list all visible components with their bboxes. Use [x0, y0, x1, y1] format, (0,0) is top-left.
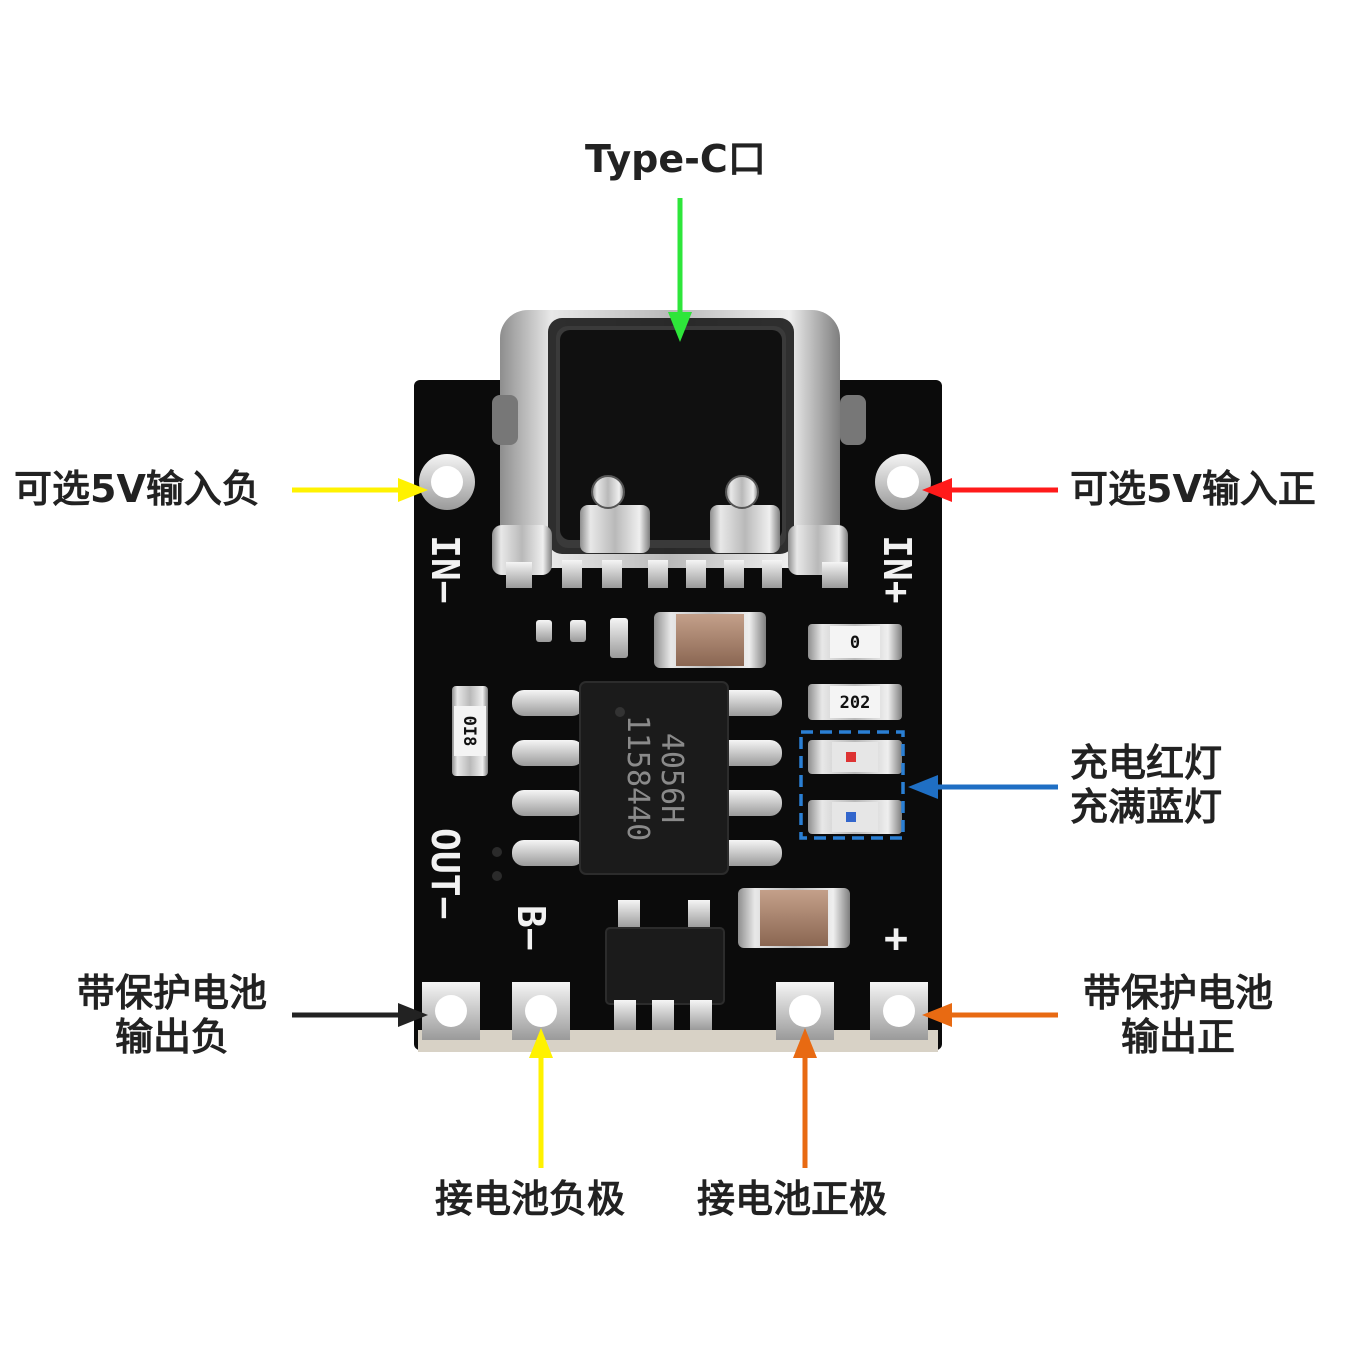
arrow-led-head — [908, 775, 938, 799]
arrow-bat-pos-head — [793, 1028, 817, 1058]
silk-out-neg: OUT− — [423, 828, 467, 920]
title-type-c: Type-C口 — [585, 137, 766, 181]
r3-marking: 0I8 — [459, 716, 479, 747]
label-led: 充电红灯 充满蓝灯 — [1070, 741, 1223, 829]
arrow-led — [908, 775, 1058, 799]
arrow-type-c — [668, 198, 692, 342]
label-led-line1: 充电红灯 — [1070, 741, 1223, 785]
smd-pad — [570, 620, 586, 642]
r1-marking: 0 — [850, 633, 860, 653]
out-pos-pad — [870, 982, 928, 1040]
arrow-bat-neg — [529, 1028, 553, 1168]
ic-pins-left — [512, 690, 584, 866]
resistor-r3: 0I8 — [452, 686, 488, 776]
arrow-bat-neg-head — [529, 1028, 553, 1058]
via — [492, 871, 502, 881]
type-c-connector — [492, 310, 866, 588]
arrow-in-neg — [292, 478, 428, 502]
in-neg-pad — [419, 454, 475, 510]
label-out-neg-line2: 输出负 — [114, 1014, 229, 1059]
via — [492, 847, 502, 857]
arrow-out-pos — [922, 1003, 1058, 1027]
label-out-neg: 带保护电池 输出负 — [62, 971, 282, 1059]
r2-marking: 202 — [840, 693, 871, 713]
arrow-type-c-head — [668, 312, 692, 342]
label-out-pos-line2: 输出正 — [1120, 1014, 1235, 1059]
silk-b-neg: B− — [509, 905, 553, 951]
led-red — [808, 740, 902, 774]
resistor-r1: 0 — [808, 624, 902, 660]
silk-in-neg: IN− — [423, 535, 467, 604]
arrow-out-neg-head — [398, 1003, 428, 1027]
arrow-out-neg — [292, 1003, 428, 1027]
arrow-bat-pos — [793, 1028, 817, 1168]
silk-in-pos: IN+ — [875, 535, 919, 604]
label-bat-pos: 接电池正极 — [697, 1177, 888, 1221]
chip-marking-line2: 1158440 — [620, 715, 655, 841]
b-neg-pad — [512, 982, 570, 1040]
in-pos-pad — [875, 454, 931, 510]
protection-mosfet — [605, 900, 725, 1030]
label-out-pos-line1: 带保护电池 — [1082, 971, 1273, 1015]
smd-pad — [536, 620, 552, 642]
pcb-edge — [418, 1030, 938, 1052]
capacitor-top — [654, 612, 766, 668]
resistor-r2: 202 — [808, 684, 902, 720]
label-led-line2: 充满蓝灯 — [1070, 784, 1223, 829]
label-in-pos: 可选5V输入正 — [1070, 467, 1316, 511]
chip-marking-line1: 4056H — [654, 733, 689, 823]
led-blue — [808, 800, 902, 834]
callout-arrows — [292, 198, 1058, 1168]
arrow-in-pos — [922, 478, 1058, 502]
silk-plus: + — [884, 916, 908, 962]
charger-ic: 4056H 1158440 — [512, 681, 782, 875]
capacitor-bottom — [738, 888, 850, 948]
label-out-neg-line1: 带保护电池 — [76, 971, 267, 1015]
label-bat-neg: 接电池负极 — [435, 1177, 626, 1221]
label-out-pos: 带保护电池 输出正 — [1068, 971, 1288, 1059]
arrow-in-pos-head — [922, 478, 952, 502]
arrow-in-neg-head — [398, 478, 428, 502]
label-in-neg: 可选5V输入负 — [14, 467, 260, 511]
led-highlight-box — [799, 730, 905, 840]
smd-pad — [610, 618, 628, 658]
arrow-out-pos-head — [922, 1003, 952, 1027]
out-neg-pad — [422, 982, 480, 1040]
